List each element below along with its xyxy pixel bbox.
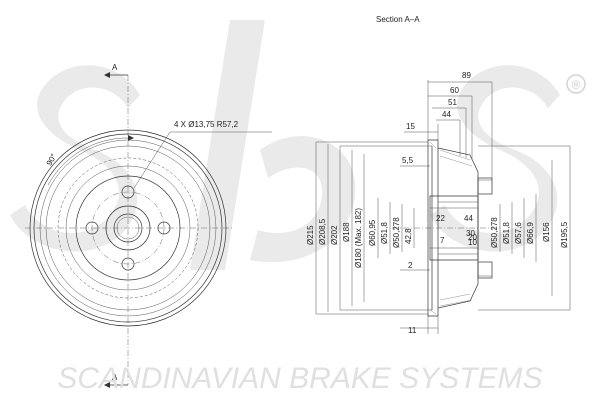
section-mark-top: A [112, 63, 118, 72]
horizontal-dimensions: 89 60 51 44 15 5,5 2 11 [400, 71, 493, 335]
dim-inner: 30 [466, 229, 475, 238]
angle-arc [47, 137, 129, 186]
sbs-watermark [10, 20, 560, 270]
section-mark-bottom: A [112, 373, 118, 382]
hub-flange-circle [75, 175, 181, 281]
section-title: Section A–A [376, 15, 420, 24]
bolt-hole [157, 221, 171, 235]
dim-h: 5,5 [402, 156, 414, 165]
dim-v-left: Ø50,278 [392, 217, 401, 248]
dim-v-right: Ø50,278 [490, 217, 499, 248]
dim-inner: 22 [436, 214, 445, 223]
dim-h: 89 [462, 71, 471, 80]
dim-h: 60 [450, 86, 459, 95]
section-view: Section A–A [306, 15, 571, 335]
drum-section-profile [427, 139, 493, 317]
dim-v-left: Ø60,95 [368, 219, 377, 246]
dim-v-left: Ø215 [306, 225, 315, 245]
dim-h: 15 [406, 122, 415, 131]
dim-inner: 20 [468, 233, 477, 242]
registered-mark-circle [566, 74, 586, 94]
bolt-hole [121, 185, 135, 199]
dim-v-left: Ø51,8 [380, 222, 389, 244]
dim-v-left: 42,8 [404, 228, 413, 244]
dim-v-right: Ø66,9 [526, 222, 535, 244]
dim-h: 51 [448, 98, 457, 107]
bolt-hole [85, 221, 99, 235]
dim-v-left: Ø188 [342, 222, 351, 242]
bolt-pitch-circle [91, 191, 165, 265]
section-arrow-bottom [104, 382, 110, 388]
hub-circle [105, 205, 151, 251]
right-diameters: Ø50,278 Ø51,8 Ø57,6 Ø66,9 Ø156 Ø195,5 [478, 145, 571, 311]
left-diameters: Ø215 Ø208,5 Ø202 Ø188 Ø180 (Max. 182) Ø6… [306, 141, 432, 315]
dim-v-left: Ø208,5 [318, 218, 327, 245]
registered-mark: ® [572, 78, 581, 92]
dim-inner: 7 [440, 236, 445, 245]
dim-v-left: Ø202 [330, 225, 339, 245]
front-view: A A 90° 4 X Ø13,75 R57,2 [25, 63, 272, 388]
dim-v-right: Ø195,5 [560, 221, 569, 248]
angle-label: 90° [45, 152, 59, 167]
dim-h: 11 [408, 326, 417, 335]
dim-h: 2 [408, 261, 413, 270]
footer-brand-text: SCANDINAVIAN BRAKE SYSTEMS [57, 362, 543, 395]
inner-small-dimensions: 22 44 7 30 20 10 [436, 214, 477, 247]
dim-inner: 44 [464, 214, 473, 223]
drum-outer-circle [29, 129, 227, 327]
holes-callout: 4 X Ø13,75 R57,2 [174, 120, 239, 129]
bolt-hole [121, 257, 135, 271]
dim-v-right: Ø57,6 [514, 222, 523, 244]
centre-bore [113, 213, 143, 243]
dim-inner: 10 [468, 238, 477, 247]
dim-v-right: Ø51,8 [502, 222, 511, 244]
section-arrow-top [104, 72, 110, 78]
dim-v-left: Ø180 (Max. 182) [354, 208, 363, 268]
dim-h: 44 [442, 110, 451, 119]
dim-v-right: Ø156 [542, 222, 551, 242]
